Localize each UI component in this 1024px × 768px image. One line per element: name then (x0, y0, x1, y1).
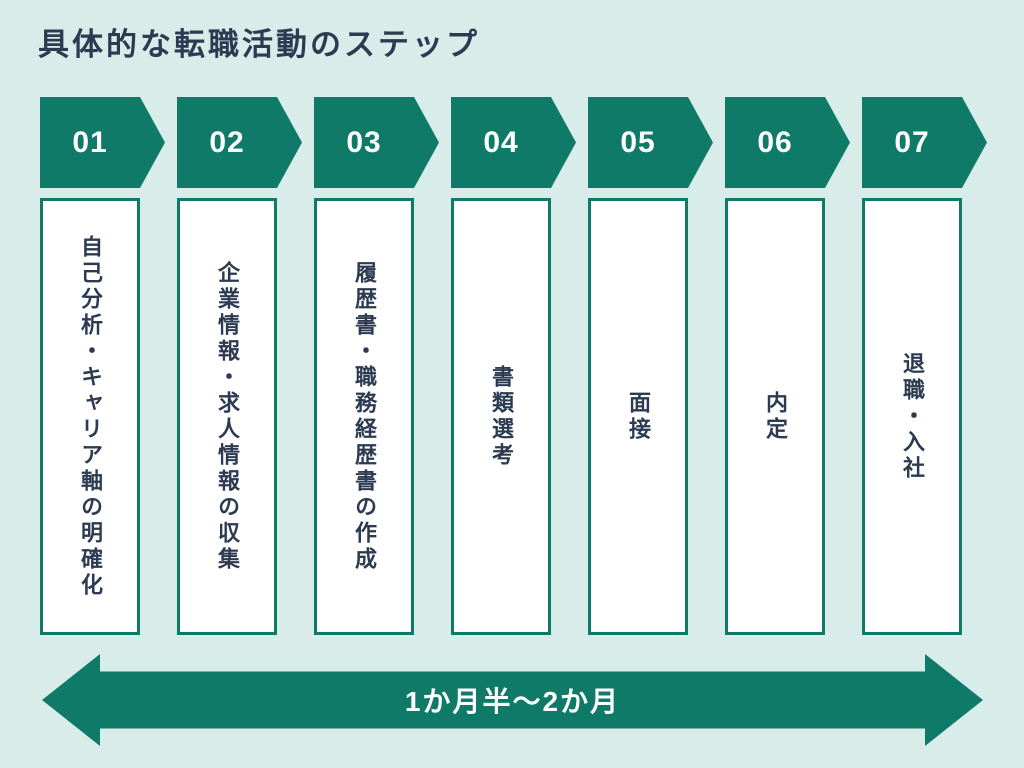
step-column-3: 03 履歴書・職務経歴書の作成 (314, 97, 439, 635)
step-label: 内定 (763, 390, 788, 443)
step-label: 面接 (626, 390, 651, 443)
step-box: 内定 (725, 198, 825, 635)
step-label: 履歴書・職務経歴書の作成 (352, 260, 377, 573)
step-6-chevron-arrow-icon: 06 (725, 97, 850, 188)
step-7-chevron-arrow-icon: 07 (862, 97, 987, 188)
step-box: 企業情報・求人情報の収集 (177, 198, 277, 635)
step-1-chevron-arrow-icon: 01 (40, 97, 165, 188)
timeline-label: 1か月半〜2か月 (404, 686, 621, 717)
step-4-chevron-arrow-icon: 04 (451, 97, 576, 188)
step-column-4: 04 書類選考 (451, 97, 576, 635)
step-box: 面接 (588, 198, 688, 635)
step-column-2: 02 企業情報・求人情報の収集 (177, 97, 302, 635)
step-number: 03 (346, 125, 382, 159)
step-box: 自己分析・キャリア軸の明確化 (40, 198, 140, 635)
step-number: 04 (483, 125, 519, 159)
timeline-double-arrow: 1か月半〜2か月 (42, 654, 983, 746)
step-label: 企業情報・求人情報の収集 (215, 260, 240, 573)
page-title: 具体的な転職活動のステップ (38, 27, 480, 62)
step-column-6: 06 内定 (725, 97, 850, 635)
step-label: 書類選考 (489, 364, 514, 469)
step-5-chevron-arrow-icon: 05 (588, 97, 713, 188)
step-number: 01 (72, 125, 108, 159)
step-2-chevron-arrow-icon: 02 (177, 97, 302, 188)
step-number: 02 (209, 125, 245, 159)
step-number: 07 (894, 125, 930, 159)
step-box: 退職・入社 (862, 198, 962, 635)
step-label: 退職・入社 (900, 351, 925, 482)
step-column-5: 05 面接 (588, 97, 713, 635)
step-box: 書類選考 (451, 198, 551, 635)
step-box: 履歴書・職務経歴書の作成 (314, 198, 414, 635)
step-column-1: 01 自己分析・キャリア軸の明確化 (40, 97, 165, 635)
step-label: 自己分析・キャリア軸の明確化 (78, 234, 103, 599)
step-number: 06 (757, 125, 793, 159)
steps-row: 01 自己分析・キャリア軸の明確化 02 企業情報・求人情報の収集 03 履歴書… (40, 97, 987, 635)
step-3-chevron-arrow-icon: 03 (314, 97, 439, 188)
step-number: 05 (620, 125, 656, 159)
step-column-7: 07 退職・入社 (862, 97, 987, 635)
